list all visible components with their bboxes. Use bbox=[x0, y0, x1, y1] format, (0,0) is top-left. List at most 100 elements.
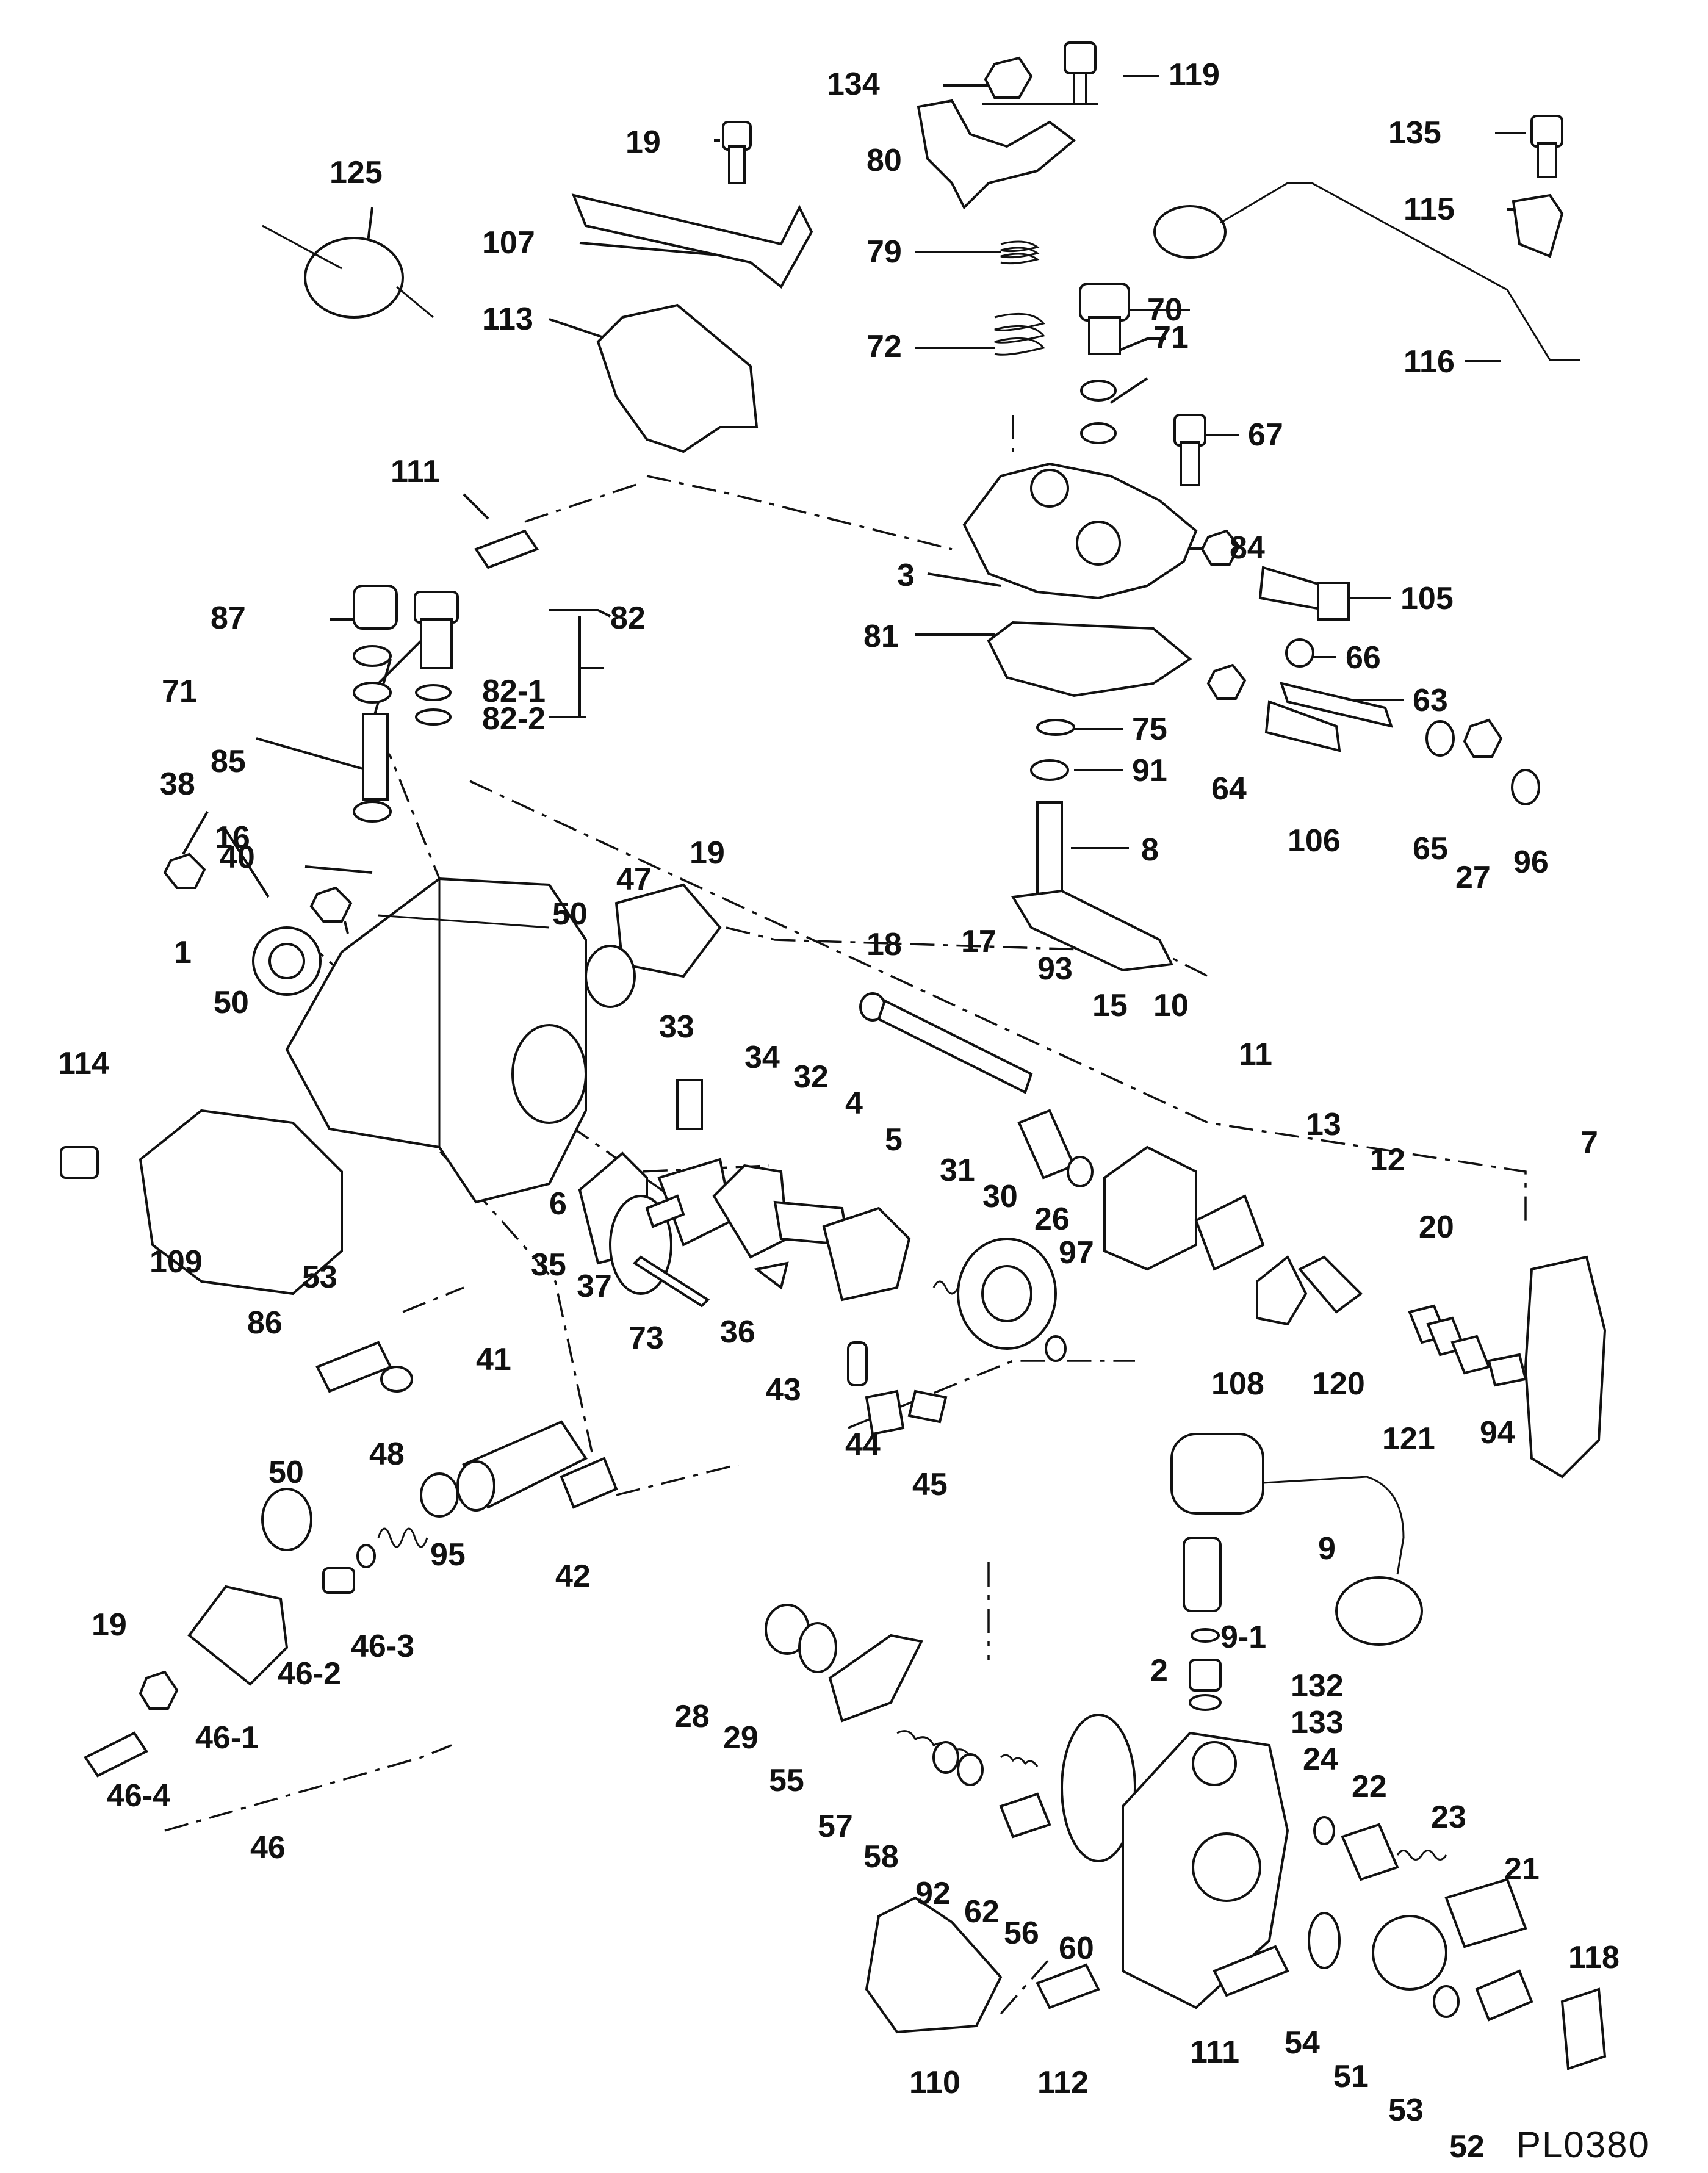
part-label: 13 bbox=[1306, 1107, 1341, 1142]
part-label: 108 bbox=[1211, 1366, 1264, 1402]
part-label: 94 bbox=[1480, 1415, 1515, 1450]
parts-drawing bbox=[60, 41, 1607, 2070]
part-label: 62 bbox=[964, 1894, 1000, 1930]
part-label: 50 bbox=[214, 985, 249, 1020]
part-label: 115 bbox=[1404, 192, 1455, 227]
part-label: 70 bbox=[1147, 292, 1183, 328]
part-label: 120 bbox=[1312, 1366, 1365, 1402]
part-label: 55 bbox=[769, 1763, 804, 1798]
part-label: 75 bbox=[1132, 712, 1167, 747]
part-label: 1 bbox=[174, 935, 192, 970]
part-label: 11 bbox=[1239, 1037, 1272, 1072]
part-label: 116 bbox=[1404, 344, 1455, 380]
part-label: 44 bbox=[845, 1427, 881, 1463]
part-label: 27 bbox=[1455, 860, 1491, 895]
part-label: 53 bbox=[302, 1259, 337, 1295]
part-label: 96 bbox=[1513, 845, 1549, 880]
part-label: 46-3 bbox=[351, 1629, 414, 1664]
part-label: 8 bbox=[1141, 832, 1159, 868]
part-label: 21 bbox=[1504, 1851, 1540, 1887]
part-label: 43 bbox=[766, 1372, 801, 1408]
part-label: 41 bbox=[476, 1342, 511, 1377]
part-label: 48 bbox=[369, 1436, 405, 1472]
part-label: 82-1 bbox=[482, 674, 546, 709]
part-label: 23 bbox=[1431, 1800, 1466, 1835]
part-label: 52 bbox=[1449, 2129, 1485, 2164]
part-label: 10 bbox=[1153, 988, 1189, 1023]
part-label: 22 bbox=[1352, 1769, 1387, 1804]
part-label: 79 bbox=[867, 234, 902, 270]
part-label: 46-1 bbox=[195, 1720, 259, 1756]
part-label: 63 bbox=[1413, 683, 1448, 718]
part-label: 51 bbox=[1333, 2059, 1369, 2094]
part-label: 110 bbox=[909, 2065, 960, 2100]
part-label: 38 bbox=[160, 766, 195, 802]
part-label: 50 bbox=[552, 896, 588, 932]
part-label: 119 bbox=[1169, 57, 1220, 93]
part-label: 9-1 bbox=[1220, 1620, 1266, 1655]
part-label: 93 bbox=[1037, 951, 1073, 987]
part-label: 66 bbox=[1346, 640, 1381, 676]
part-label: 54 bbox=[1285, 2025, 1320, 2061]
part-label: 15 bbox=[1092, 988, 1128, 1023]
part-label: 118 bbox=[1568, 1940, 1620, 1975]
part-label: 29 bbox=[723, 1720, 759, 1756]
part-label: 121 bbox=[1382, 1421, 1435, 1457]
part-label: 80 bbox=[867, 143, 902, 178]
part-label: 71 bbox=[162, 674, 197, 709]
part-label: 56 bbox=[1004, 1915, 1039, 1951]
part-label: 82 bbox=[610, 600, 646, 636]
part-label: 46-2 bbox=[278, 1656, 341, 1692]
part-label: 5 bbox=[885, 1122, 903, 1158]
part-label: 97 bbox=[1059, 1235, 1094, 1270]
part-label: 12 bbox=[1370, 1142, 1405, 1178]
part-label: 42 bbox=[555, 1559, 591, 1594]
part-label: 133 bbox=[1291, 1705, 1344, 1740]
part-label: 32 bbox=[793, 1059, 829, 1095]
part-label: 114 bbox=[58, 1046, 109, 1081]
part-label: 26 bbox=[1034, 1202, 1070, 1237]
part-label: 36 bbox=[720, 1314, 755, 1350]
part-label: 50 bbox=[268, 1455, 304, 1490]
part-label: 34 bbox=[744, 1040, 780, 1075]
part-label: 3 bbox=[897, 558, 915, 593]
part-label: 106 bbox=[1288, 823, 1341, 859]
part-label: 30 bbox=[982, 1179, 1018, 1214]
part-label: 24 bbox=[1303, 1742, 1338, 1777]
part-label: 72 bbox=[867, 329, 902, 364]
part-label: 125 bbox=[330, 155, 383, 190]
part-label: 46-4 bbox=[107, 1778, 170, 1814]
part-label: 91 bbox=[1132, 753, 1167, 788]
part-number-labels: 134 119 80 79 72 70 71 67 84 105 3 81 66… bbox=[58, 57, 1620, 2164]
part-label: 67 bbox=[1248, 417, 1283, 453]
part-label: 60 bbox=[1059, 1931, 1094, 1966]
part-label: 19 bbox=[690, 835, 725, 871]
part-label: 113 bbox=[482, 301, 533, 337]
part-label: 111 bbox=[1190, 2034, 1239, 2070]
part-label: 28 bbox=[674, 1699, 710, 1734]
part-label: 40 bbox=[220, 840, 255, 875]
part-label: 17 bbox=[961, 924, 996, 959]
part-label: 109 bbox=[150, 1244, 203, 1280]
part-label: 47 bbox=[616, 862, 652, 897]
part-label: 85 bbox=[211, 744, 246, 779]
part-label: 65 bbox=[1413, 831, 1448, 867]
part-label: 73 bbox=[629, 1321, 664, 1356]
part-label: 135 bbox=[1388, 115, 1441, 151]
part-label: 58 bbox=[863, 1839, 899, 1875]
part-label: 19 bbox=[625, 124, 661, 160]
part-label: 4 bbox=[845, 1086, 863, 1121]
part-label: 35 bbox=[531, 1247, 566, 1283]
part-label: 46 bbox=[250, 1830, 286, 1865]
part-label: 16 bbox=[215, 820, 250, 856]
part-label: 6 bbox=[549, 1186, 567, 1222]
part-label: 92 bbox=[915, 1876, 951, 1911]
part-label: 53 bbox=[1388, 2092, 1424, 2128]
part-label: 81 bbox=[863, 619, 899, 654]
part-label: 64 bbox=[1211, 771, 1247, 807]
part-label: 19 bbox=[92, 1607, 127, 1643]
part-label: 95 bbox=[430, 1537, 466, 1573]
part-label: 87 bbox=[211, 600, 246, 636]
part-label: 82-2 bbox=[482, 701, 546, 737]
